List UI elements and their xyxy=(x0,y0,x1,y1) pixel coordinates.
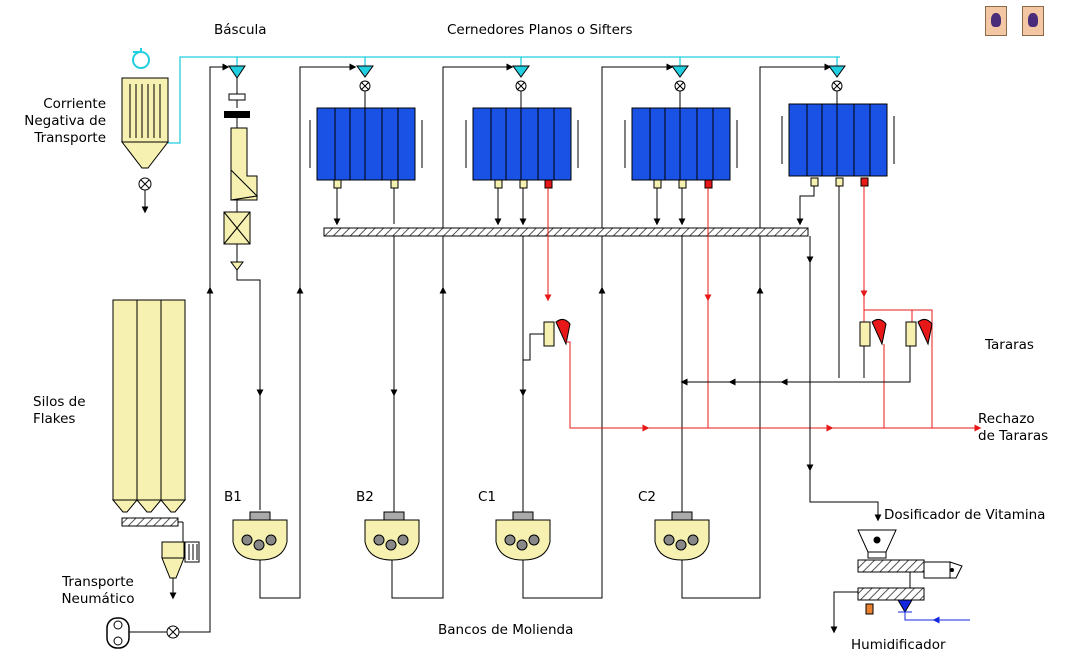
mill-label-b1: B1 xyxy=(224,489,242,506)
dust-filter xyxy=(122,48,168,212)
corriente-line-3: Transporte xyxy=(0,130,106,147)
mill-b1 xyxy=(233,512,300,598)
silos-line-1: Silos de xyxy=(33,394,86,411)
transporte-label: Transporte Neumático xyxy=(50,574,146,608)
corriente-line-2: Negativa de xyxy=(0,113,106,130)
transporte-line-1: Transporte xyxy=(50,574,146,591)
transporte-line-2: Neumático xyxy=(50,591,146,608)
rechazo-label: Rechazo de Tararas xyxy=(978,411,1048,445)
tararas-3-4 xyxy=(682,296,932,428)
sifter-2 xyxy=(443,66,578,592)
rechazo-line-1: Rechazo xyxy=(978,411,1048,428)
flake-silos xyxy=(113,300,185,542)
sifters-label: Cernedores Planos o Sifters xyxy=(447,22,633,39)
mill-label-c2: C2 xyxy=(638,489,656,506)
sifter-3 xyxy=(602,66,737,592)
screw-conveyor xyxy=(324,228,808,236)
tararas-label: Tararas xyxy=(985,337,1034,354)
sack-icon[interactable] xyxy=(985,6,1007,36)
mill-c1 xyxy=(496,236,602,598)
product-downflow xyxy=(810,236,878,520)
sifter-4 xyxy=(760,66,894,592)
mill-label-b2: B2 xyxy=(356,489,374,506)
sack-icon[interactable] xyxy=(1022,6,1044,36)
mill-label-c1: C1 xyxy=(478,489,496,506)
dosificador-label: Dosificador de Vitamina xyxy=(884,507,1045,524)
vitamin-doser xyxy=(834,530,970,632)
mill-b2 xyxy=(365,236,443,598)
humidificador-label: Humidificador xyxy=(851,637,946,654)
corriente-label: Corriente Negativa de Transporte xyxy=(0,96,106,147)
rechazo-line-2: de Tararas xyxy=(978,428,1048,445)
silos-label: Silos de Flakes xyxy=(33,394,86,428)
bascula-label: Báscula xyxy=(214,22,267,39)
bascula-unit xyxy=(224,66,260,510)
corriente-line-1: Corriente xyxy=(0,96,106,113)
silos-line-2: Flakes xyxy=(33,411,86,428)
bancos-label: Bancos de Molienda xyxy=(438,622,573,639)
